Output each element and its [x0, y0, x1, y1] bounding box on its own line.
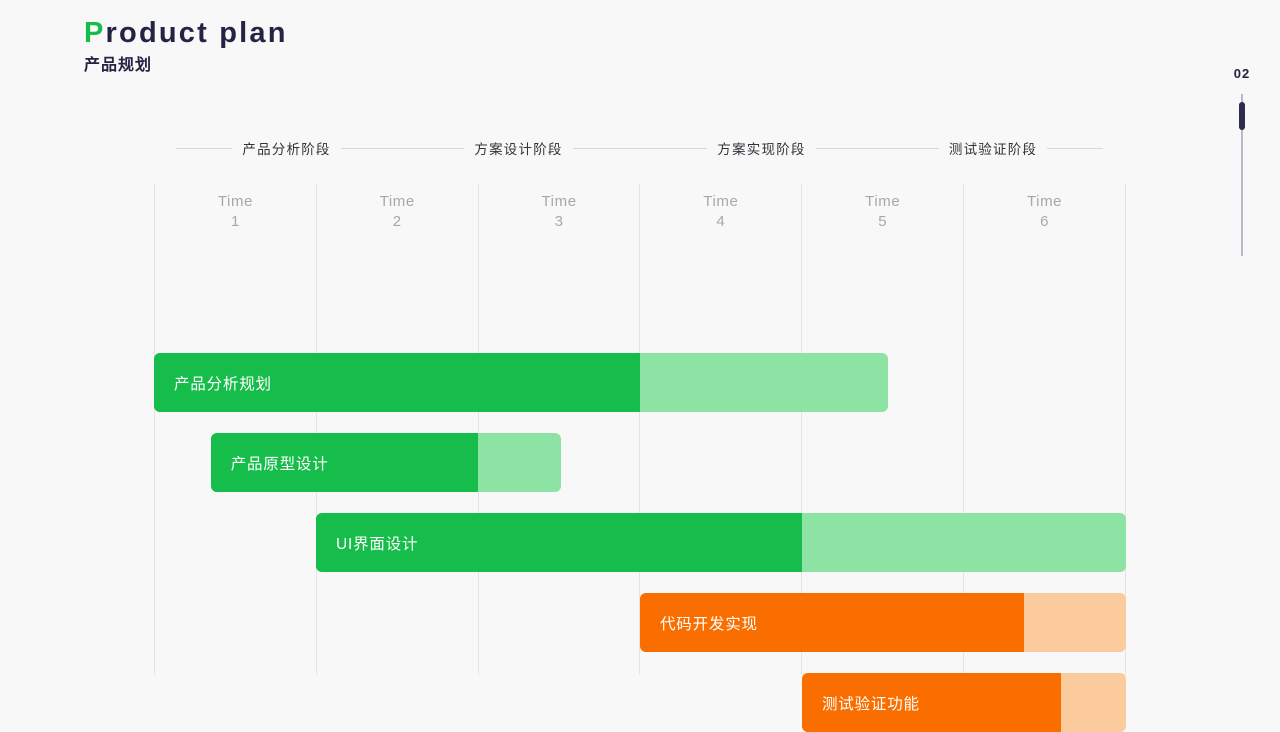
phase-label: 产品分析阶段	[242, 142, 331, 157]
time-column-2: Time 2	[315, 184, 478, 675]
page-scroll-thumb[interactable]	[1239, 102, 1245, 130]
time-word: Time	[541, 193, 577, 210]
phase-header-3: 方案实现阶段	[640, 132, 884, 164]
time-column-6: Time 6	[963, 184, 1126, 675]
gantt-bar-label: 代码开发实现	[660, 615, 758, 633]
time-number: 5	[878, 213, 888, 230]
gantt-row-1: 产品分析规划	[154, 353, 1126, 412]
title-main-text: Product plan	[84, 14, 288, 52]
time-word: Time	[379, 193, 415, 210]
page-number-label: 02	[1233, 66, 1251, 81]
gantt-bar-1[interactable]: 产品分析规划	[154, 353, 888, 412]
time-header-label-4: Time 4	[640, 192, 801, 232]
time-header-label-6: Time 6	[964, 192, 1125, 232]
title-subtitle: 产品规划	[84, 57, 153, 74]
title-accent-letter: P	[84, 17, 106, 49]
gantt-bar-progress-fill	[210, 433, 478, 492]
gantt-bar-label: 产品分析规划	[174, 375, 272, 393]
phase-rule-left	[176, 147, 233, 149]
time-word: Time	[703, 193, 739, 210]
gantt-bar-label: 产品原型设计	[230, 455, 329, 473]
gantt-row-3: UI界面设计	[154, 513, 1126, 572]
gantt-bar-2[interactable]: 产品原型设计	[210, 433, 561, 492]
time-number: 6	[1040, 213, 1050, 230]
time-column-5: Time 5	[801, 184, 963, 675]
page-scroll-track[interactable]	[1241, 94, 1243, 256]
phase-rule-left	[883, 147, 939, 149]
phase-rule-right	[815, 147, 884, 149]
phase-rule-right	[572, 147, 641, 149]
page-title: Product plan 产品规划	[84, 14, 288, 78]
gantt-row-2: 产品原型设计	[154, 433, 1126, 492]
time-header-label-5: Time 5	[802, 192, 963, 232]
gantt-row-4: 代码开发实现	[154, 593, 1126, 652]
gantt-bar-progress-fill	[154, 353, 640, 412]
phase-header-1: 产品分析阶段	[154, 132, 398, 164]
gantt-bar-label: 测试验证功能	[822, 695, 920, 713]
gantt-bar-progress-fill	[316, 513, 802, 572]
gantt-bar-3[interactable]: UI界面设计	[316, 513, 1126, 572]
phase-rule-right	[340, 147, 398, 149]
time-number: 4	[716, 213, 726, 230]
phase-rule-left	[640, 147, 708, 149]
title-rest-text: roduct plan	[105, 17, 288, 49]
phase-rule-right	[1047, 147, 1104, 149]
phase-rule-left	[397, 147, 465, 149]
time-word: Time	[1026, 193, 1063, 210]
time-number: 3	[554, 213, 564, 230]
time-column-1: Time 1	[154, 184, 316, 675]
time-header-label-1: Time 1	[155, 192, 316, 232]
phase-label: 方案设计阶段	[474, 142, 563, 157]
time-grid: Time 1 Time 2 Time 3 Time 4 Time 5 Time 6	[154, 184, 1126, 675]
time-column-3: Time 3	[477, 184, 640, 675]
gantt-chart: 产品分析阶段 方案设计阶段 方案实现阶段 测试验证阶段 Time 1 Time 2 Time 3…	[154, 132, 1126, 732]
phase-header-2: 方案设计阶段	[397, 132, 641, 164]
gantt-bar-4[interactable]: 代码开发实现	[640, 593, 1126, 652]
phase-label: 方案实现阶段	[717, 142, 806, 157]
page-indicator: 02	[1228, 66, 1256, 256]
gantt-bars-layer: 产品分析规划产品原型设计 UI界面设计代码开发实现测试验证功能	[154, 184, 1126, 732]
phase-header-row: 产品分析阶段 方案设计阶段 方案实现阶段 测试验证阶段	[154, 132, 1126, 164]
time-column-4: Time 4	[639, 184, 801, 675]
gantt-bar-5[interactable]: 测试验证功能	[802, 673, 1126, 732]
phase-label: 测试验证阶段	[948, 142, 1038, 157]
time-number: 1	[230, 213, 240, 230]
time-word: Time	[217, 193, 253, 210]
gantt-bar-label: UI界面设计	[336, 535, 419, 553]
phase-header-4: 测试验证阶段	[883, 132, 1126, 164]
gantt-row-5: 测试验证功能	[154, 673, 1126, 732]
time-header-label-2: Time 2	[317, 192, 478, 232]
time-header-label-3: Time 3	[479, 192, 640, 232]
gantt-bar-progress-fill	[640, 593, 1024, 652]
time-word: Time	[865, 193, 901, 210]
time-number: 2	[392, 213, 402, 230]
